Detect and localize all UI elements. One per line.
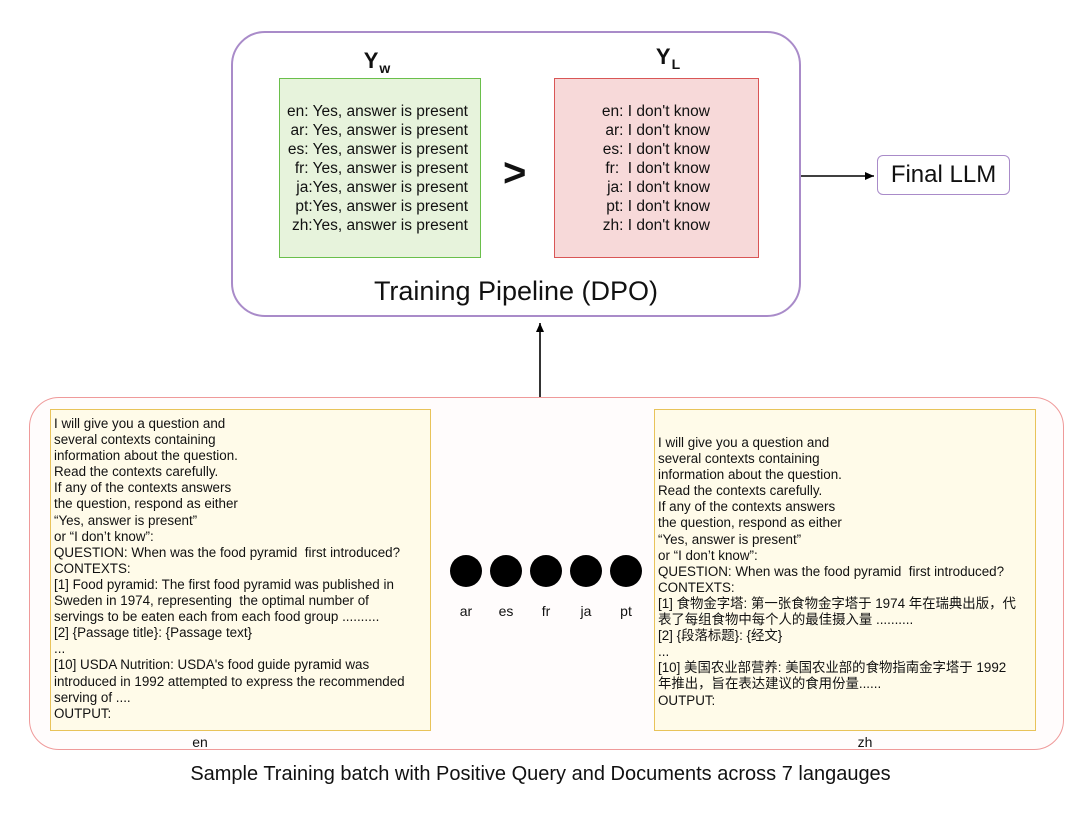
prompt-line: I will give you a question and	[54, 416, 226, 431]
prompt-line: [1] 食物金字塔: 第一张食物金字塔于 1974 年在瑞典出版，代	[658, 595, 1016, 611]
prompt-line: CONTEXTS:	[658, 579, 735, 595]
language-dot-es	[490, 555, 522, 587]
yw-line: fr: Yes, answer is present	[294, 160, 468, 177]
prompt-line: or “I don’t know”:	[658, 547, 758, 563]
prompt-line: or “I don’t know”:	[54, 528, 154, 544]
language-label-pt: pt	[620, 603, 632, 619]
yw-line: pt:Yes, answer is present	[295, 198, 468, 215]
prompt-card-en: I will give you a question and several c…	[50, 409, 431, 731]
yw-symbol: Y	[363, 48, 379, 73]
yl-line: es: I don't know	[602, 141, 710, 158]
prompt-line: QUESTION: When was the food pyramid firs…	[54, 544, 401, 560]
language-dot-ja	[570, 555, 602, 587]
prompt-line: information about the question.	[54, 448, 238, 464]
yl-line: ar: I don't know	[605, 122, 710, 139]
prompt-line: Read the contexts carefully.	[658, 483, 823, 499]
yl-line: en: I don't know	[601, 103, 710, 120]
prompt-line: [2] {段落标题}: {经文}	[658, 628, 783, 644]
yl-line: fr: I don't know	[605, 160, 710, 177]
prompt-line: “Yes, answer is present”	[658, 531, 802, 547]
language-dot-ar	[450, 555, 482, 587]
yl-title: YL	[628, 44, 708, 72]
preferred-responses-box: en: Yes, answer is present ar: Yes, answ…	[279, 78, 481, 258]
prompt-line: introduced in 1992 attempted to express …	[54, 673, 405, 689]
prompt-line: several contexts containing	[658, 451, 820, 467]
prompt-card-zh: I will give you a question and several c…	[654, 409, 1036, 731]
language-dot-pt	[610, 555, 642, 587]
prompt-line: If any of the contexts answers	[658, 499, 836, 515]
greater-than-symbol: >	[503, 151, 527, 195]
yw-title: Yw	[347, 48, 407, 76]
prompt-line: information about the question.	[658, 467, 842, 483]
figure-caption: Sample Training batch with Positive Quer…	[190, 763, 891, 785]
language-label-ja: ja	[580, 603, 592, 619]
training-pipeline-box	[231, 31, 801, 317]
yw-line: ja:Yes, answer is present	[296, 179, 468, 196]
prompt-label-en: en	[192, 734, 208, 750]
prompt-line: [2] {Passage title}: {Passage text}	[54, 625, 253, 641]
prompt-line: the question, respond as either	[54, 496, 238, 512]
prompt-line: the question, respond as either	[658, 515, 842, 531]
prompt-line: 年推出，旨在表达建议的食用份量......	[658, 676, 882, 692]
final-llm-box: Final LLM	[877, 155, 1010, 195]
prompt-line: servings to be eaten each from each food…	[54, 609, 380, 625]
yl-line: pt: I don't know	[606, 198, 710, 215]
prompt-line: serving of ....	[54, 689, 131, 705]
prompt-line: CONTEXTS:	[54, 560, 131, 576]
yw-line: zh:Yes, answer is present	[291, 217, 468, 234]
prompt-label-zh: zh	[857, 734, 873, 750]
prompt-line: “Yes, answer is present”	[54, 512, 198, 528]
prompt-line: OUTPUT:	[658, 692, 716, 708]
yw-line: es: Yes, answer is present	[287, 141, 468, 158]
language-label-ar: ar	[459, 603, 473, 619]
prompt-line: 表了每组食物中每个人的最佳摄入量 ..........	[658, 612, 914, 628]
prompt-line: [10] 美国农业部营养: 美国农业部的食物指南金字塔于 1992	[658, 660, 1007, 676]
prompt-line: QUESTION: When was the food pyramid firs…	[658, 563, 1005, 579]
yw-line: ar: Yes, answer is present	[290, 122, 469, 139]
prompt-line: Sweden in 1974, representing the optimal…	[54, 593, 369, 609]
prompt-line: OUTPUT:	[54, 705, 112, 721]
prompt-line: If any of the contexts answers	[54, 480, 232, 496]
prompt-line: ...	[658, 644, 670, 660]
rejected-responses-box: en: I don't know ar: I don't know es: I …	[554, 78, 759, 258]
language-label-es: es	[498, 603, 514, 619]
yl-subscript: L	[671, 56, 681, 72]
prompt-line: I will give you a question and	[658, 435, 830, 450]
yl-symbol: Y	[655, 44, 671, 69]
yl-line: ja: I don't know	[607, 179, 710, 196]
yl-line: zh: I don't know	[602, 217, 710, 234]
prompt-line: [10] USDA Nutrition: USDA's food guide p…	[54, 657, 370, 673]
prompt-line: several contexts containing	[54, 432, 216, 448]
yw-line: en: Yes, answer is present	[287, 103, 468, 120]
prompt-line: Read the contexts carefully.	[54, 464, 219, 480]
prompt-line: ...	[54, 641, 66, 657]
prompt-line: [1] Food pyramid: The first food pyramid…	[54, 576, 394, 592]
yw-subscript: w	[379, 60, 391, 76]
language-dot-fr	[530, 555, 562, 587]
pipeline-title: Training Pipeline (DPO)	[373, 276, 659, 306]
language-label-fr: fr	[541, 603, 551, 619]
